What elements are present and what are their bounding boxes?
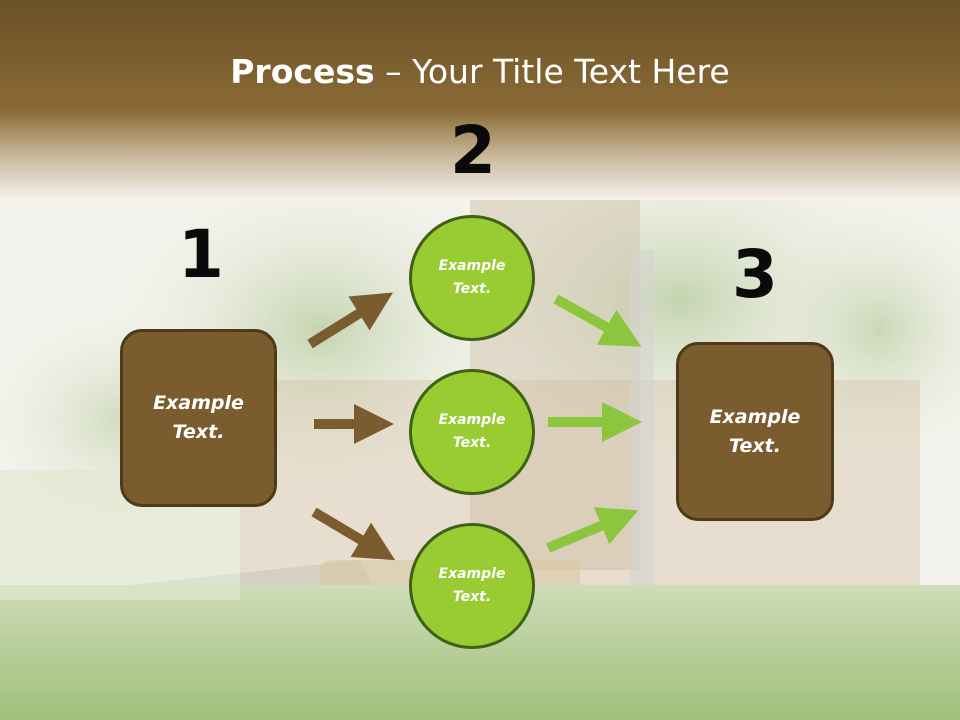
circle-middle-text-line1: Example: [438, 412, 506, 428]
title-rest: – Your Title Text Here: [374, 52, 730, 91]
step-1-box: Example Text.: [120, 329, 277, 507]
circle-top-text-line2: Text.: [452, 281, 492, 297]
circle-top-text-line1: Example: [438, 258, 506, 274]
slide-title: Process – Your Title Text Here: [0, 52, 960, 91]
step-3-text-line1: Example: [709, 405, 801, 428]
arrow-bottom-to-box3: [546, 507, 639, 553]
step-1-text-line2: Text.: [172, 421, 225, 443]
arrow-box1-to-top: [307, 292, 393, 349]
step-number-2: 2: [450, 112, 496, 189]
step-2-circle-bottom: Example Text.: [409, 523, 535, 649]
step-1-text-line1: Example: [153, 392, 244, 414]
step-2-circle-top: Example Text.: [409, 215, 535, 341]
step-3-box: Example Text.: [676, 342, 834, 521]
step-2-circle-middle: Example Text.: [409, 369, 535, 495]
title-bold: Process: [230, 52, 375, 91]
circle-middle-text-line2: Text.: [452, 435, 492, 451]
step-3-text-line2: Text.: [729, 434, 781, 457]
circle-bottom-text-line1: Example: [438, 566, 506, 582]
circle-bottom-text-line2: Text.: [452, 589, 492, 605]
arrow-box1-to-bottom: [311, 507, 396, 561]
arrow-top-to-box3: [553, 294, 642, 347]
step-number-1: 1: [178, 216, 224, 293]
step-number-3: 3: [732, 236, 778, 313]
